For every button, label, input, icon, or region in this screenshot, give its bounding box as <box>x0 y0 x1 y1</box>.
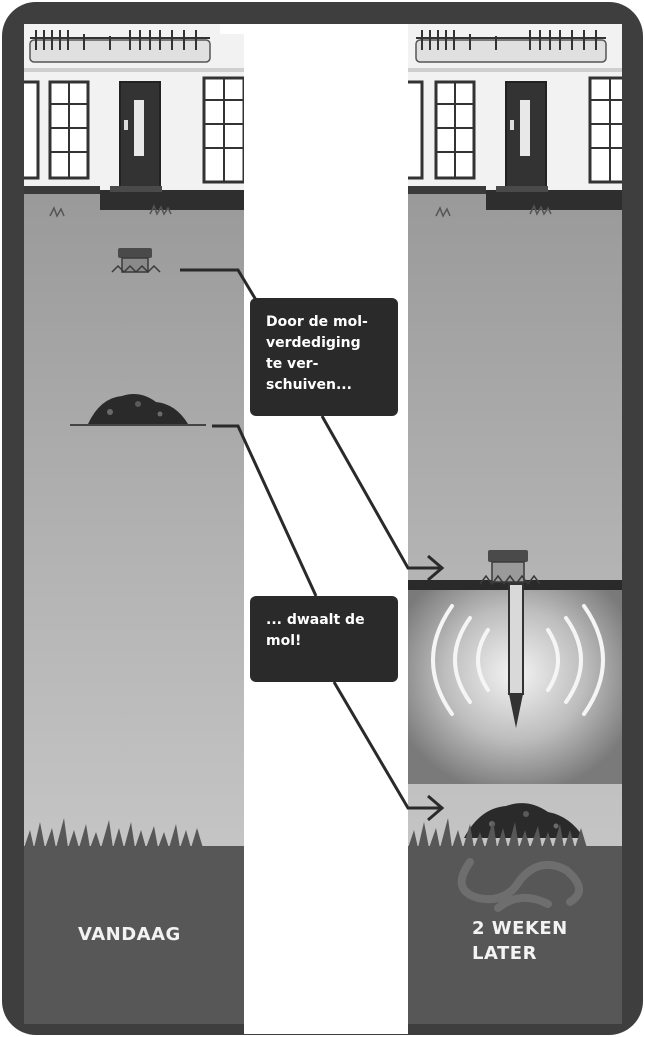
callout-move-device: Door de mol- verdediging te ver- schuive… <box>250 298 398 416</box>
mole-repeller-device-icon <box>111 248 161 274</box>
house-facade-icon <box>408 24 622 210</box>
sound-wave-icon <box>431 604 605 716</box>
callout-mole-wanders: ... dwaalt de mol! <box>250 596 398 682</box>
right-panel <box>408 24 622 1024</box>
house-facade-icon <box>24 24 244 210</box>
mole-repeller-device-icon <box>479 550 541 728</box>
connector-lines <box>180 268 440 810</box>
grass-icon <box>435 204 552 218</box>
arrowheads <box>427 554 445 822</box>
panel-label-two-weeks-later: 2 WEKEN LATER <box>472 918 568 964</box>
center-gap <box>244 24 408 1034</box>
molehill-icon <box>70 394 206 426</box>
grass-icon <box>49 204 172 218</box>
left-panel <box>24 24 244 1024</box>
panel-label-today: VANDAAG <box>78 924 181 945</box>
mole-tunnel-icon <box>457 858 583 912</box>
